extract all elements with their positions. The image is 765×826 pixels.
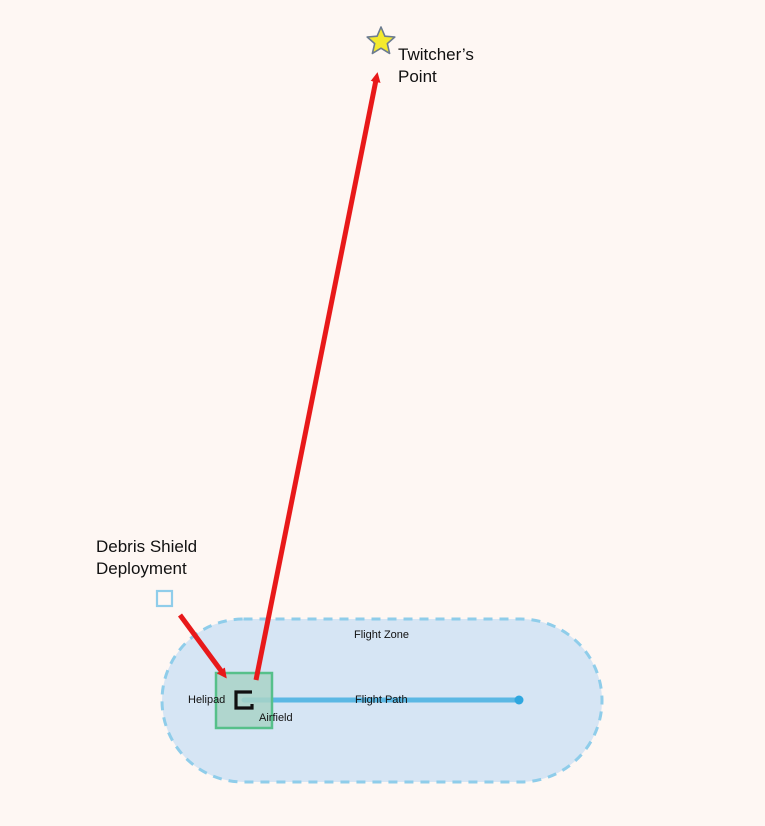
deployment-label-line1: Debris Shield xyxy=(96,537,197,556)
deployment-route-arrow xyxy=(177,613,227,679)
flight-path-endpoint xyxy=(514,695,524,705)
airfield-label: Airfield xyxy=(259,712,293,724)
destination-route-arrow xyxy=(253,72,381,681)
flight-zone-label: Flight Zone xyxy=(354,629,409,641)
destination-label-line1: Twitcher’s xyxy=(398,45,474,64)
star-icon xyxy=(366,26,396,55)
airfield-area xyxy=(214,671,274,730)
square-marker-icon xyxy=(155,589,174,608)
helipad-icon xyxy=(234,690,254,710)
destination-label-line2: Point xyxy=(398,67,437,86)
helipad-label: Helipad xyxy=(188,694,225,706)
deployment-label-line2: Deployment xyxy=(96,559,187,578)
flight-path-label: Flight Path xyxy=(355,694,408,706)
